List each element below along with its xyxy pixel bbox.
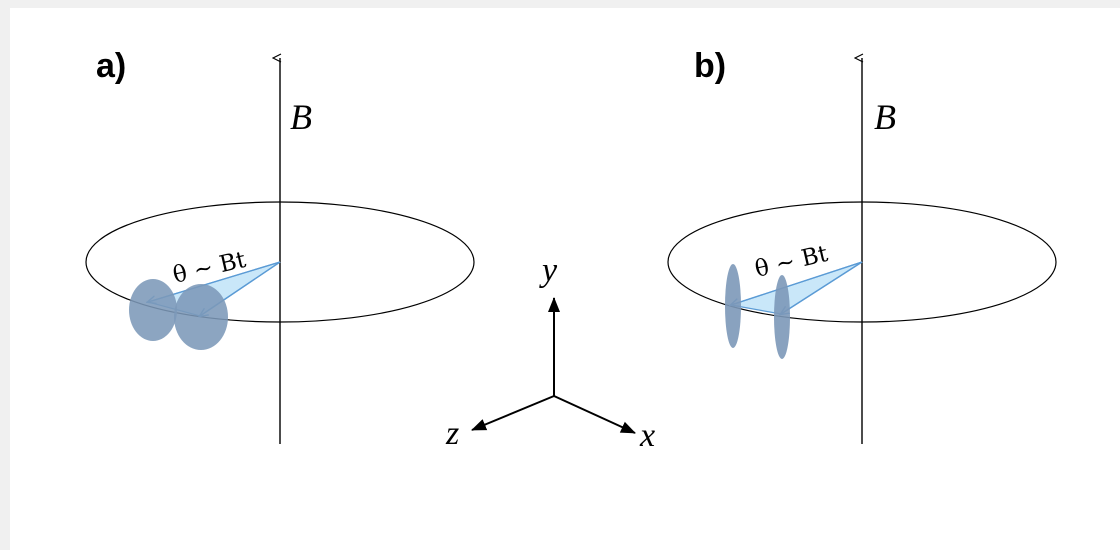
panel-a-spin-blob-2 <box>174 284 228 350</box>
panel-b-field-label: B <box>874 97 896 137</box>
panel-b: b) B θ ~ Bt <box>667 47 1057 444</box>
y-axis-label: y <box>539 252 558 289</box>
panel-a-spin-blob-1 <box>129 279 177 341</box>
panel-b-spin-blob-2 <box>774 275 790 359</box>
x-axis-label: x <box>639 417 655 454</box>
panel-b-spin-vector-2 <box>781 261 863 314</box>
panel-a-label: a) <box>96 47 126 85</box>
figure-canvas <box>10 8 1120 550</box>
coordinate-axes: y z x <box>445 252 655 454</box>
z-axis-arrow <box>471 395 555 431</box>
panel-a: a) B θ ~ Bt <box>85 47 475 444</box>
z-axis-label: z <box>445 415 459 452</box>
panel-b-spin-blob-1 <box>725 264 741 348</box>
panel-a-field-label: B <box>290 97 312 137</box>
x-axis-arrow <box>553 395 636 434</box>
panel-b-label: b) <box>694 47 726 85</box>
panel-b-spin-vector-1 <box>731 261 863 305</box>
